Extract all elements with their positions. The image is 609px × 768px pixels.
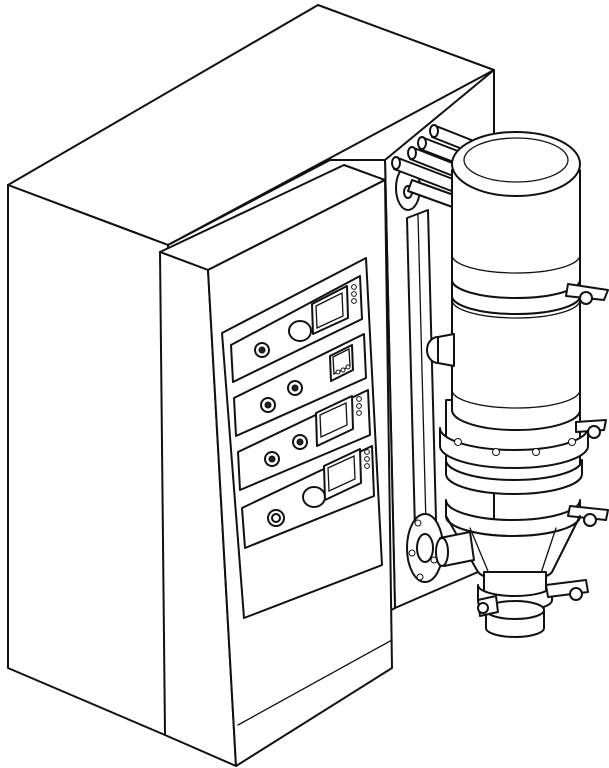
inlet-pipe-end-icon: [417, 136, 427, 150]
module-2-indicator-icon: [335, 369, 341, 375]
cabinet-edge-line: [207, 269, 237, 767]
middle-clamp-ring-icon: [439, 427, 589, 469]
module-3-knob-center-icon: [296, 438, 304, 446]
cylinder-band-line: [451, 389, 581, 409]
cylinder-band-line: [451, 254, 581, 274]
hopper-edge-line: [539, 527, 557, 577]
module-2-indicator-icon: [340, 367, 346, 373]
upper-clamp-knob-icon: [579, 291, 593, 305]
module-2-knob-center-icon: [291, 384, 299, 392]
discharge-valve-knob-icon: [477, 602, 489, 614]
module-2-indicator-icon: [345, 364, 351, 370]
inlet-pipe-end-icon: [429, 124, 439, 138]
middle-clamp-knob-icon: [587, 425, 601, 439]
module-3-display-icon: [315, 395, 354, 447]
top-dome-cap-highlight: [463, 137, 569, 183]
module-1-display-screen: [315, 291, 344, 329]
module-4-display-icon: [323, 448, 362, 501]
control-module-2: [233, 333, 367, 437]
hopper-edge-line: [469, 527, 491, 577]
control-module-1: [230, 275, 363, 383]
module-1-display-icon: [311, 285, 349, 335]
hopper-side-outlet-end-icon: [435, 537, 449, 567]
module-1-indicator-icon: [351, 291, 357, 297]
module-3-knob-center-icon: [268, 455, 276, 463]
clamp-bolt-icon: [454, 438, 462, 446]
module-4-display-screen: [327, 455, 356, 492]
rail-edge-line: [417, 214, 427, 526]
module-3-display-screen: [319, 402, 348, 438]
control-module-3: [237, 389, 371, 491]
column-side-port-stub: [437, 333, 455, 367]
control-module-4: [241, 445, 375, 549]
module-2-knob-center-icon: [264, 401, 272, 409]
flange-bolt-icon: [414, 519, 422, 527]
module-4-rotary-dial-icon: [302, 486, 326, 508]
mounting-bracket: [395, 165, 444, 583]
control-column-plinth-line: [237, 639, 393, 726]
cabinet-left-side: [7, 184, 169, 736]
flange-bolt-icon: [408, 549, 416, 557]
module-1-indicator-icon: [351, 284, 357, 290]
vessel-column: [426, 131, 609, 638]
module-3-indicator-icon: [356, 396, 362, 402]
module-1-knob-center-icon: [258, 346, 266, 354]
control-panel: [221, 257, 383, 619]
clamp-bolt-icon: [492, 448, 500, 456]
bottom-clamp-knob-icon: [569, 587, 583, 601]
module-1-rotary-dial-icon: [288, 320, 312, 342]
lower-clamp-handle-icon: [567, 505, 609, 521]
module-1-indicator-icon: [351, 298, 357, 304]
bottom-flange-hole-icon: [416, 533, 434, 563]
cylinder-band-line: [451, 299, 581, 319]
module-4-indicator-icon: [364, 463, 370, 469]
middle-clamp-ring-lower-icon: [445, 459, 583, 495]
module-4-indicator-icon: [364, 449, 370, 455]
module-3-indicator-icon: [356, 410, 362, 416]
inlet-pipe-end-icon: [391, 156, 401, 170]
clamp-bolt-icon: [532, 448, 540, 456]
lower-clamp-knob-icon: [583, 513, 597, 527]
top-dome-cap: [451, 131, 581, 197]
clamp-bolt-icon: [568, 438, 576, 446]
module-3-indicator-icon: [356, 403, 362, 409]
flange-bolt-icon: [416, 573, 424, 581]
inlet-pipe-end-icon: [407, 146, 417, 160]
module-4-gear-knob-inner-icon: [271, 513, 281, 523]
module-4-indicator-icon: [364, 456, 370, 462]
